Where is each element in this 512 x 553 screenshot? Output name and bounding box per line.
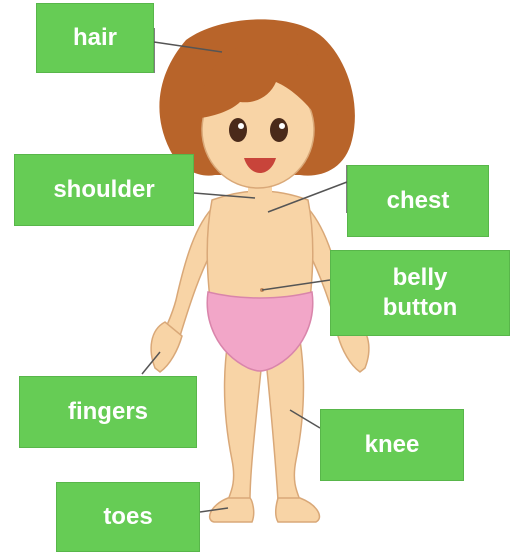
- knee-label: knee: [320, 409, 464, 481]
- fingers-label: fingers: [19, 376, 197, 448]
- shoulder-label: shoulder: [14, 154, 194, 226]
- hair-label: hair: [36, 3, 154, 73]
- left-eye: [229, 118, 247, 142]
- chest-label: chest: [347, 165, 489, 237]
- torso: [207, 191, 313, 300]
- toes-label: toes: [56, 482, 200, 552]
- right-foot: [276, 498, 320, 522]
- right-eye: [270, 118, 288, 142]
